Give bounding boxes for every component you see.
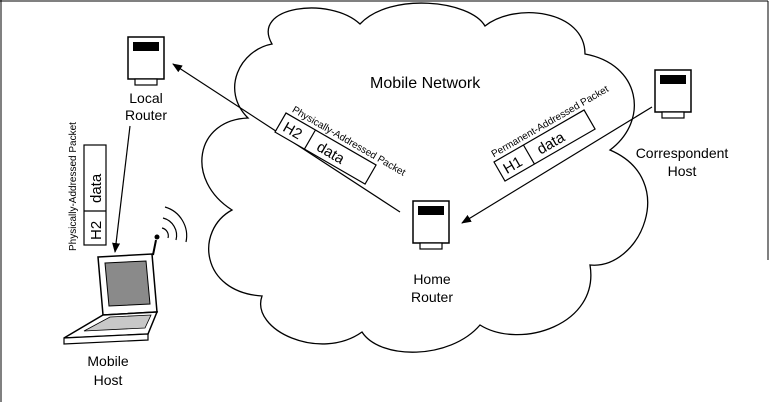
- cloud-title: Mobile Network: [370, 75, 481, 92]
- home-router-label-line1: Home: [413, 271, 451, 287]
- packet-label: Physically-Addressed Packet: [68, 122, 79, 251]
- host-icon: [654, 69, 692, 119]
- correspondent-host-label-line1: Correspondent: [636, 145, 729, 161]
- mobile-host-label-line2: Host: [94, 372, 123, 388]
- packet-local-to-mobile: Physically-Addressed Packet H2 data: [68, 122, 107, 251]
- router-icon: [127, 36, 165, 86]
- arrow-local-to-mobile: [112, 125, 131, 253]
- mobile-host-label-line1: Mobile: [87, 353, 128, 369]
- local-router: Local Router: [125, 36, 167, 123]
- home-router-label-line2: Router: [411, 289, 453, 305]
- local-router-label-line2: Router: [125, 107, 167, 123]
- packet-payload: data: [88, 173, 105, 203]
- packet-box: [274, 112, 377, 185]
- packet-home-to-local: Physically-Addressed Packet H2 data: [274, 105, 407, 185]
- mobile-network-cloud: [201, 2, 649, 353]
- wireless-signal-icon: [161, 206, 188, 243]
- local-router-label-line1: Local: [129, 90, 162, 106]
- packet-box: [83, 144, 107, 246]
- packet-box: [493, 109, 596, 182]
- mobile-host: Mobile Host: [63, 206, 188, 388]
- packet-header: H2: [88, 221, 105, 240]
- correspondent-host-label-line2: Host: [668, 163, 697, 179]
- laptop-icon: [63, 234, 160, 345]
- home-router: Home Router: [411, 200, 453, 305]
- router-icon: [412, 200, 450, 250]
- arrow-correspondent-to-home: [461, 106, 653, 224]
- correspondent-host: Correspondent Host: [636, 69, 729, 179]
